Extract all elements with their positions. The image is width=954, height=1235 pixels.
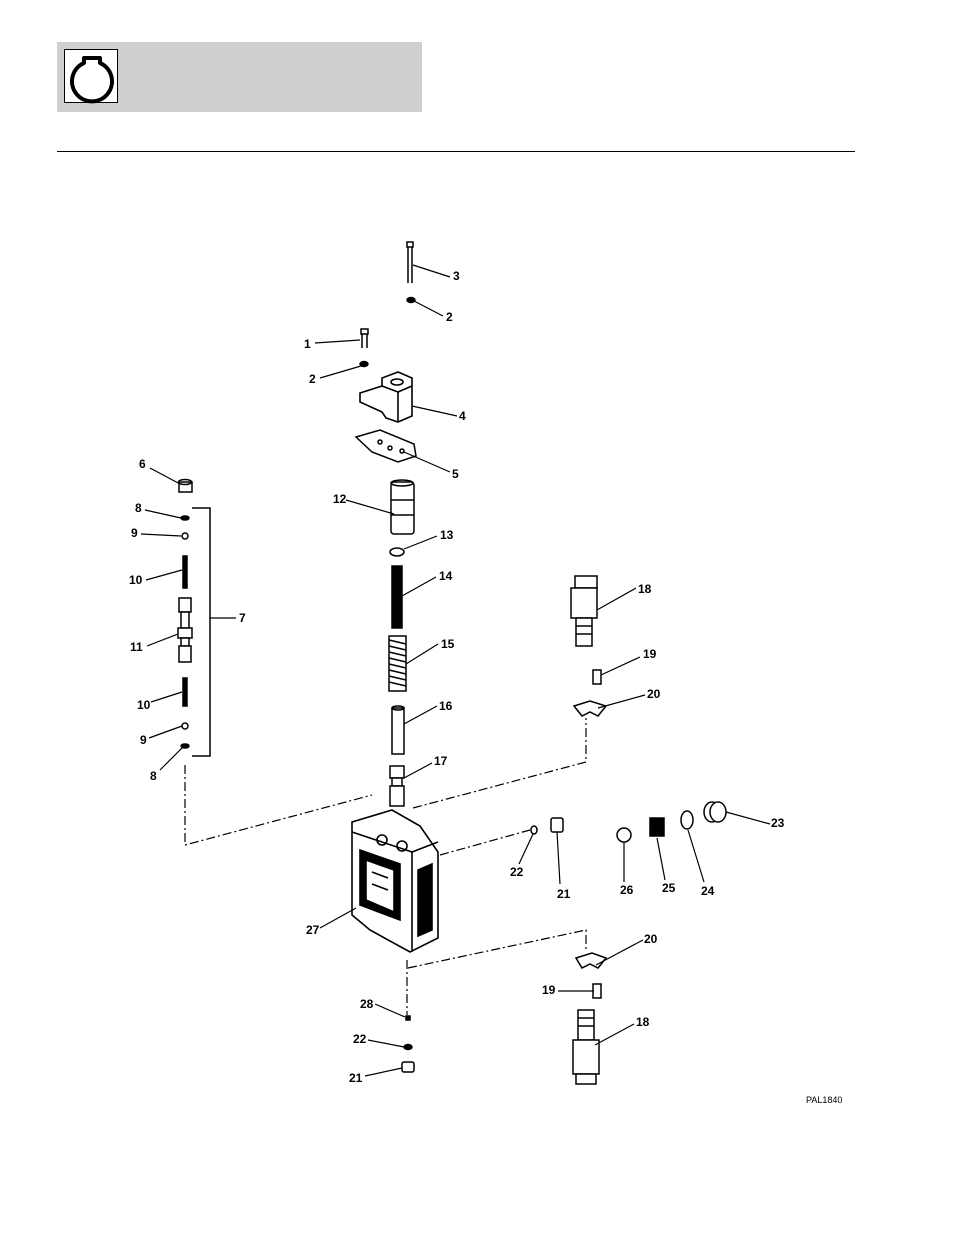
o-ring-part: [390, 548, 404, 556]
long-bolt-part: [407, 242, 413, 283]
callout-20: 20: [647, 687, 661, 701]
callout-12: 12: [333, 492, 347, 506]
gasket-part: [356, 430, 416, 462]
figure-id: PAL1840: [806, 1095, 842, 1105]
callout-22: 22: [353, 1032, 367, 1046]
callout-16: 16: [439, 699, 453, 713]
spool-part: [178, 598, 192, 662]
cover-part: [360, 372, 412, 422]
solenoid-part-lower: [573, 1010, 599, 1084]
valve-body-part: [352, 810, 438, 952]
clip-part: [576, 953, 606, 968]
pin-part: [406, 1016, 410, 1020]
callout-10: 10: [129, 573, 143, 587]
callout-7: 7: [239, 611, 246, 625]
ball-part: [182, 723, 188, 729]
callout-28: 28: [360, 997, 374, 1011]
plug-part: [402, 1062, 414, 1072]
rod-part: [183, 678, 187, 706]
callout-18: 18: [638, 582, 652, 596]
washer-part: [531, 826, 537, 834]
callout-18: 18: [636, 1015, 650, 1029]
rod-part: [183, 556, 187, 588]
ball-part: [182, 533, 188, 539]
callout-11: 11: [130, 640, 143, 654]
callout-1: 1: [304, 337, 311, 351]
callout-20: 20: [644, 932, 658, 946]
valve-part: [390, 766, 404, 806]
cap-plug-part: [704, 802, 726, 822]
callout-3: 3: [453, 269, 460, 283]
screw-part: [593, 670, 601, 684]
callout-26: 26: [620, 883, 634, 897]
washer-part: [404, 1045, 412, 1050]
callout-19: 19: [643, 647, 657, 661]
spring-part: [650, 818, 664, 836]
callout-23: 23: [771, 816, 785, 830]
callout-17: 17: [434, 754, 448, 768]
kit-bracket: [192, 508, 210, 756]
callout-9: 9: [131, 526, 138, 540]
clip-part: [574, 701, 606, 716]
plug-part: [551, 818, 563, 832]
ball-part: [617, 828, 631, 842]
callout-21: 21: [557, 887, 571, 901]
callout-4: 4: [459, 409, 466, 423]
callout-8: 8: [150, 769, 157, 783]
screw-part: [593, 984, 601, 998]
short-bolt-part: [361, 329, 368, 348]
callout-8: 8: [135, 501, 142, 515]
callout-5: 5: [452, 467, 459, 481]
seal-part: [181, 744, 189, 748]
callout-6: 6: [139, 457, 146, 471]
callout-14: 14: [439, 569, 453, 583]
plug-part: [179, 480, 193, 493]
piston-part: [391, 480, 414, 534]
callout-9: 9: [140, 733, 147, 747]
callout-19: 19: [542, 983, 556, 997]
callout-2: 2: [446, 310, 453, 324]
callout-25: 25: [662, 881, 676, 895]
callout-27: 27: [306, 923, 320, 937]
inner-spring-part: [392, 566, 402, 628]
o-ring-part: [681, 811, 693, 829]
leader-lines: [141, 265, 770, 1076]
callout-13: 13: [440, 528, 454, 542]
outer-spring-part: [389, 636, 406, 691]
callout-10: 10: [137, 698, 151, 712]
washer-part: [407, 298, 415, 303]
washer-part: [360, 362, 368, 367]
solenoid-part-upper: [571, 576, 597, 646]
seal-part: [181, 516, 189, 520]
callout-24: 24: [701, 884, 715, 898]
callout-22: 22: [510, 865, 524, 879]
callout-21: 21: [349, 1071, 363, 1085]
pin-part: [392, 706, 404, 754]
callout-15: 15: [441, 637, 455, 651]
callout-2: 2: [309, 372, 316, 386]
